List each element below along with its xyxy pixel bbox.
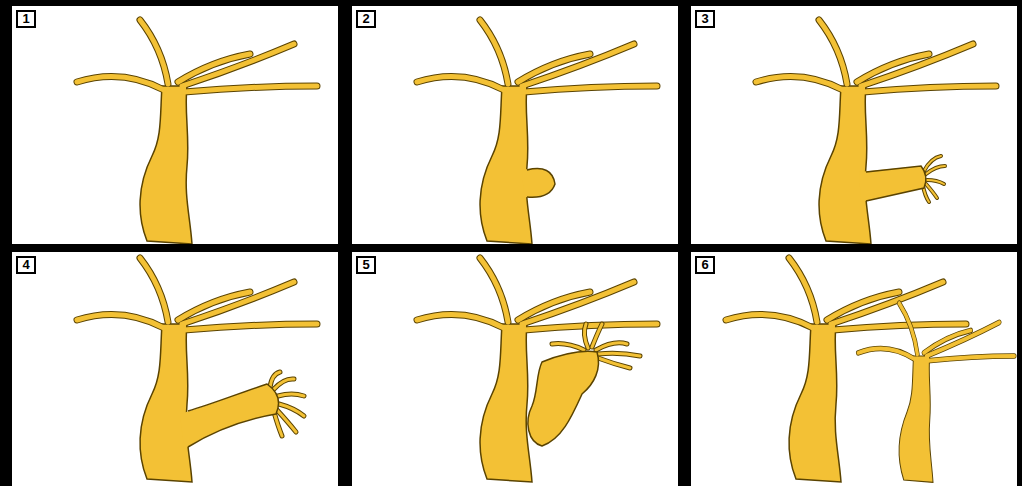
panel (12, 252, 338, 486)
step-number-box: 1 (16, 10, 36, 28)
step-number-box: 5 (356, 256, 376, 274)
bud (180, 384, 279, 449)
step-number-box: 3 (695, 10, 715, 28)
step-number-box: 2 (356, 10, 376, 28)
panel-ground (691, 252, 1017, 486)
bud-outline (188, 384, 279, 447)
panel-ground (12, 6, 338, 244)
parent-hydra (756, 20, 996, 244)
young-hydra (528, 351, 599, 446)
bud (522, 169, 555, 198)
panel-ground (352, 252, 678, 486)
step-number-box: 4 (16, 256, 36, 274)
panel (352, 6, 678, 244)
parent-hydra (77, 20, 317, 244)
step-number: 5 (362, 258, 369, 272)
panel-ground (352, 6, 678, 244)
parent-hydra (417, 20, 657, 244)
panel-ground (12, 252, 338, 486)
young-hydra (858, 303, 1014, 482)
bud (859, 166, 926, 202)
panel (352, 252, 678, 486)
panel (691, 252, 1017, 486)
step-number: 3 (701, 12, 708, 26)
bud-outline (866, 166, 926, 201)
step-number: 6 (701, 258, 708, 272)
bud-outline (527, 169, 555, 198)
step-number-box: 6 (695, 256, 715, 274)
panel (691, 6, 1017, 244)
step-number: 4 (22, 258, 29, 272)
parent-hydra (417, 258, 657, 482)
step-number: 2 (362, 12, 369, 26)
step-number: 1 (22, 12, 29, 26)
panel (12, 6, 338, 244)
parent-hydra (77, 258, 317, 482)
panel-ground (691, 6, 1017, 244)
